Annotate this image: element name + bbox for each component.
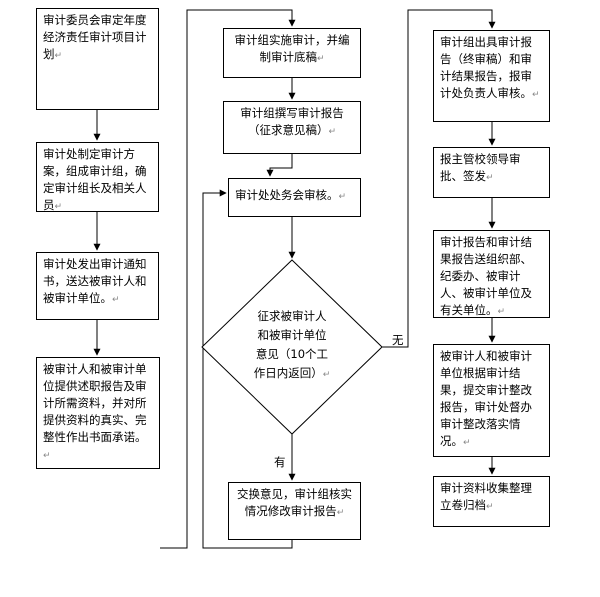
- connector-b4-c1: [160, 9, 296, 549]
- return-mark-icon: ↵: [316, 54, 325, 64]
- step-draft-report: 审计组撰写审计报告（征求意见稿）↵: [223, 101, 361, 154]
- return-mark-icon: ↵: [43, 451, 51, 461]
- return-mark-icon: ↵: [54, 51, 63, 61]
- step-rectification-text: 被审计人和被审计单位根据审计结果，提交审计整改报告，审计处督办审计整改落实情况。…: [440, 349, 532, 448]
- step-audit-notice: 审计处发出审计通知书，送达被审计人和被审计单位。↵: [36, 252, 159, 320]
- return-mark-icon: ↵: [486, 173, 494, 183]
- return-mark-icon: ↵: [497, 307, 506, 317]
- return-mark-icon: ↵: [328, 127, 337, 137]
- step-provide-materials-text: 被审计人和被审计单位提供述职报告及审计所需资料，并对所提供资料的真实、完整性作出…: [43, 362, 147, 461]
- decision-line-1: 征求被审计人: [257, 309, 327, 323]
- label-yes: 有: [274, 455, 286, 469]
- step-annual-plan-text: 审计委员会审定年度经济责任审计项目计划↵: [43, 13, 147, 61]
- return-mark-icon: ↵: [532, 90, 540, 100]
- step-final-report: 审计组出具审计报告（终审稿）和审计结果报告，报审计处负责人审核。↵: [433, 30, 550, 122]
- connector-decision-d1: [382, 9, 496, 348]
- step-conduct-audit-text: 审计组实施审计，并编制审计底稿↵: [234, 33, 350, 64]
- step-audit-notice-text: 审计处发出审计通知书，送达被审计人和被审计单位。↵: [43, 257, 147, 305]
- step-provide-materials: 被审计人和被审计单位提供述职报告及审计所需资料，并对所提供资料的真实、完整性作出…: [36, 357, 160, 469]
- return-mark-icon: ↵: [322, 370, 331, 380]
- decision-text: 征求被审计人 和被审计单位 意见（10个工 作日内返回）↵: [222, 307, 362, 385]
- decision-line-3: 意见（10个工: [255, 347, 329, 361]
- step-revise-report-text: 交换意见，审计组核实情况修改审计报告↵: [237, 487, 352, 518]
- step-send-reports: 审计报告和审计结果报告送组织部、纪委办、被审计人、被审计单位及有关单位。↵: [433, 230, 550, 318]
- step-draft-report-text: 审计组撰写审计报告（征求意见稿）↵: [240, 106, 344, 137]
- decision-line-4: 作日内返回）↵: [253, 366, 331, 380]
- step-office-review-text: 审计处处务会审核。↵: [235, 188, 347, 202]
- return-mark-icon: ↵: [486, 502, 494, 512]
- step-revise-report: 交换意见，审计组核实情况修改审计报告↵: [228, 482, 361, 540]
- label-no: 无: [392, 333, 404, 347]
- step-office-review: 审计处处务会审核。↵: [228, 178, 361, 217]
- decision-diamond: [201, 259, 383, 435]
- step-audit-plan: 审计处制定审计方案，组成审计组，确定审计组长及相关人员↵: [36, 142, 159, 212]
- step-leader-approval-text: 报主管校领导审批、签发↵: [440, 152, 521, 183]
- step-leader-approval: 报主管校领导审批、签发↵: [433, 147, 550, 198]
- step-annual-plan: 审计委员会审定年度经济责任审计项目计划↵: [36, 8, 159, 110]
- return-mark-icon: ↵: [463, 438, 471, 448]
- return-mark-icon: ↵: [338, 192, 347, 202]
- step-archive-text: 审计资料收集整理立卷归档↵: [440, 481, 532, 512]
- step-send-reports-text: 审计报告和审计结果报告送组织部、纪委办、被审计人、被审计单位及有关单位。↵: [440, 235, 532, 317]
- step-final-report-text: 审计组出具审计报告（终审稿）和审计结果报告，报审计处负责人审核。↵: [440, 35, 540, 100]
- arrow-c2-c3: [266, 154, 293, 177]
- step-archive: 审计资料收集整理立卷归档↵: [433, 476, 550, 527]
- step-conduct-audit: 审计组实施审计，并编制审计底稿↵: [223, 28, 361, 78]
- loop-c5-c3: [202, 189, 293, 549]
- step-audit-plan-text: 审计处制定审计方案，组成审计组，确定审计组长及相关人员↵: [43, 147, 147, 212]
- return-mark-icon: ↵: [54, 202, 63, 212]
- return-mark-icon: ↵: [112, 295, 120, 305]
- decision-line-2: 和被审计单位: [257, 328, 327, 342]
- return-mark-icon: ↵: [336, 508, 345, 518]
- step-rectification: 被审计人和被审计单位根据审计结果，提交审计整改报告，审计处督办审计整改落实情况。…: [433, 344, 550, 457]
